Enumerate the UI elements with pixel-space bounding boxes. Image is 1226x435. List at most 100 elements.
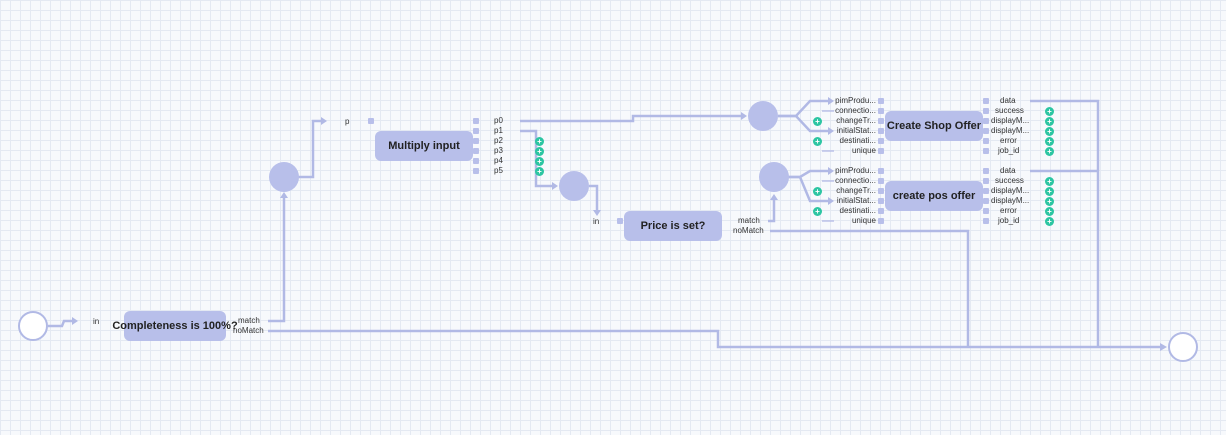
pos-offer-input-port[interactable]: [878, 178, 884, 184]
pos-offer-input-label[interactable]: initialStat...: [836, 196, 876, 205]
pos-offer-input-port[interactable]: [878, 168, 884, 174]
multiply-output-port[interactable]: [473, 168, 479, 174]
price-node[interactable]: Price is set?: [624, 211, 722, 241]
add-input-icon[interactable]: +: [813, 137, 822, 146]
pos-offer-input-label[interactable]: unique: [851, 216, 876, 225]
junction-before-pos-offer[interactable]: [759, 162, 789, 192]
junction-before-shop-offer[interactable]: [748, 101, 778, 131]
multiply-node[interactable]: Multiply input: [375, 131, 473, 161]
completeness-input-label: in: [93, 317, 100, 326]
shop-offer-output-label[interactable]: displayM...: [991, 126, 1030, 135]
pos-offer-output-label[interactable]: job_id: [998, 216, 1020, 225]
shop-offer-input-port[interactable]: [878, 138, 884, 144]
add-output-icon[interactable]: +: [1045, 177, 1054, 186]
wire-junction-to-price: [589, 184, 599, 210]
pos-offer-input-label[interactable]: changeTr...: [836, 186, 876, 195]
pos-offer-input-label[interactable]: pimProdu...: [835, 166, 876, 175]
multiply-output-port[interactable]: [473, 138, 479, 144]
wire-completeness-nomatch: [268, 329, 1160, 349]
multiply-output-p5[interactable]: p5: [494, 166, 503, 175]
add-output-icon[interactable]: +: [535, 137, 544, 146]
end-terminal[interactable]: [1168, 332, 1198, 362]
price-output-nomatch[interactable]: noMatch: [733, 226, 764, 235]
shop-offer-input-label[interactable]: pimProdu...: [835, 96, 876, 105]
pos-offer-input-port[interactable]: [878, 208, 884, 214]
shop-offer-output-label[interactable]: data: [1000, 96, 1016, 105]
pos-offer-output-port[interactable]: [983, 218, 989, 224]
shop-offer-input-label[interactable]: connectio...: [835, 106, 876, 115]
shop-offer-output-port[interactable]: [983, 138, 989, 144]
pos-offer-output-label[interactable]: success: [995, 176, 1024, 185]
completeness-output-match[interactable]: match: [238, 316, 260, 325]
pos-offer-input-port[interactable]: [878, 218, 884, 224]
shop-offer-input-port[interactable]: [878, 128, 884, 134]
shop-offer-node[interactable]: Create Shop Offer: [885, 111, 983, 141]
shop-offer-output-label[interactable]: success: [995, 106, 1024, 115]
add-output-icon[interactable]: +: [535, 167, 544, 176]
pos-offer-output-port[interactable]: [983, 198, 989, 204]
add-input-icon[interactable]: +: [813, 207, 822, 216]
shop-offer-output-label[interactable]: displayM...: [991, 116, 1030, 125]
multiply-output-port[interactable]: [473, 128, 479, 134]
completeness-node[interactable]: Completeness is 100%?: [112, 311, 238, 341]
shop-offer-output-port[interactable]: [983, 108, 989, 114]
pos-offer-input-label[interactable]: destinati...: [839, 206, 876, 215]
pos-offer-input-port[interactable]: [878, 198, 884, 204]
multiply-output-p3[interactable]: p3: [494, 146, 503, 155]
pos-offer-output-port[interactable]: [983, 168, 989, 174]
multiply-output-p2[interactable]: p2: [494, 136, 503, 145]
shop-offer-input-label[interactable]: destinati...: [839, 136, 876, 145]
shop-offer-input-label[interactable]: changeTr...: [836, 116, 876, 125]
pos-offer-output-label[interactable]: data: [1000, 166, 1016, 175]
pos-offer-output-port[interactable]: [983, 178, 989, 184]
multiply-output-p1[interactable]: p1: [494, 126, 503, 135]
shop-offer-input-label[interactable]: unique: [851, 146, 876, 155]
junction-after-multiply-p1[interactable]: [559, 171, 589, 201]
multiply-output-port[interactable]: [473, 158, 479, 164]
add-output-icon[interactable]: +: [535, 147, 544, 156]
add-output-icon[interactable]: +: [535, 157, 544, 166]
shop-offer-input-port[interactable]: [878, 108, 884, 114]
pos-offer-output-label[interactable]: displayM...: [991, 196, 1030, 205]
add-output-icon[interactable]: +: [1045, 197, 1054, 206]
add-input-icon[interactable]: +: [813, 117, 822, 126]
add-output-icon[interactable]: +: [1045, 107, 1054, 116]
junction-after-completeness[interactable]: [269, 162, 299, 192]
price-input-port[interactable]: [617, 218, 623, 224]
pos-offer-input-port[interactable]: [878, 188, 884, 194]
pos-offer-output-label[interactable]: error: [1000, 206, 1017, 215]
multiply-output-port[interactable]: [473, 148, 479, 154]
add-output-icon[interactable]: +: [1045, 147, 1054, 156]
shop-offer-output-port[interactable]: [983, 128, 989, 134]
completeness-output-nomatch[interactable]: noMatch: [233, 326, 264, 335]
pos-offer-input-label[interactable]: connectio...: [835, 176, 876, 185]
multiply-output-port[interactable]: [473, 118, 479, 124]
pos-offer-output-port[interactable]: [983, 188, 989, 194]
shop-offer-output-port[interactable]: [983, 98, 989, 104]
shop-offer-output-label[interactable]: error: [1000, 136, 1017, 145]
pos-offer-node[interactable]: create pos offer: [885, 181, 983, 211]
multiply-output-p0[interactable]: p0: [494, 116, 503, 125]
price-output-match[interactable]: match: [738, 216, 760, 225]
pos-offer-output-port[interactable]: [983, 208, 989, 214]
wire-start-to-completeness: [48, 319, 72, 328]
multiply-output-p4[interactable]: p4: [494, 156, 503, 165]
add-output-icon[interactable]: +: [1045, 207, 1054, 216]
shop-offer-input-port[interactable]: [878, 148, 884, 154]
multiply-input-port[interactable]: [368, 118, 374, 124]
add-input-icon[interactable]: +: [813, 187, 822, 196]
shop-offer-output-label[interactable]: job_id: [998, 146, 1020, 155]
shop-offer-input-label[interactable]: initialStat...: [836, 126, 876, 135]
add-output-icon[interactable]: +: [1045, 217, 1054, 226]
start-terminal[interactable]: [18, 311, 48, 341]
shop-offer-input-port[interactable]: [878, 98, 884, 104]
shop-offer-output-port[interactable]: [983, 148, 989, 154]
add-output-icon[interactable]: +: [1045, 187, 1054, 196]
add-output-icon[interactable]: +: [1045, 127, 1054, 136]
add-output-icon[interactable]: +: [1045, 117, 1054, 126]
pos-offer-output-label[interactable]: displayM...: [991, 186, 1030, 195]
shop-offer-output-port[interactable]: [983, 118, 989, 124]
add-output-icon[interactable]: +: [1045, 137, 1054, 146]
shop-offer-input-port[interactable]: [878, 118, 884, 124]
